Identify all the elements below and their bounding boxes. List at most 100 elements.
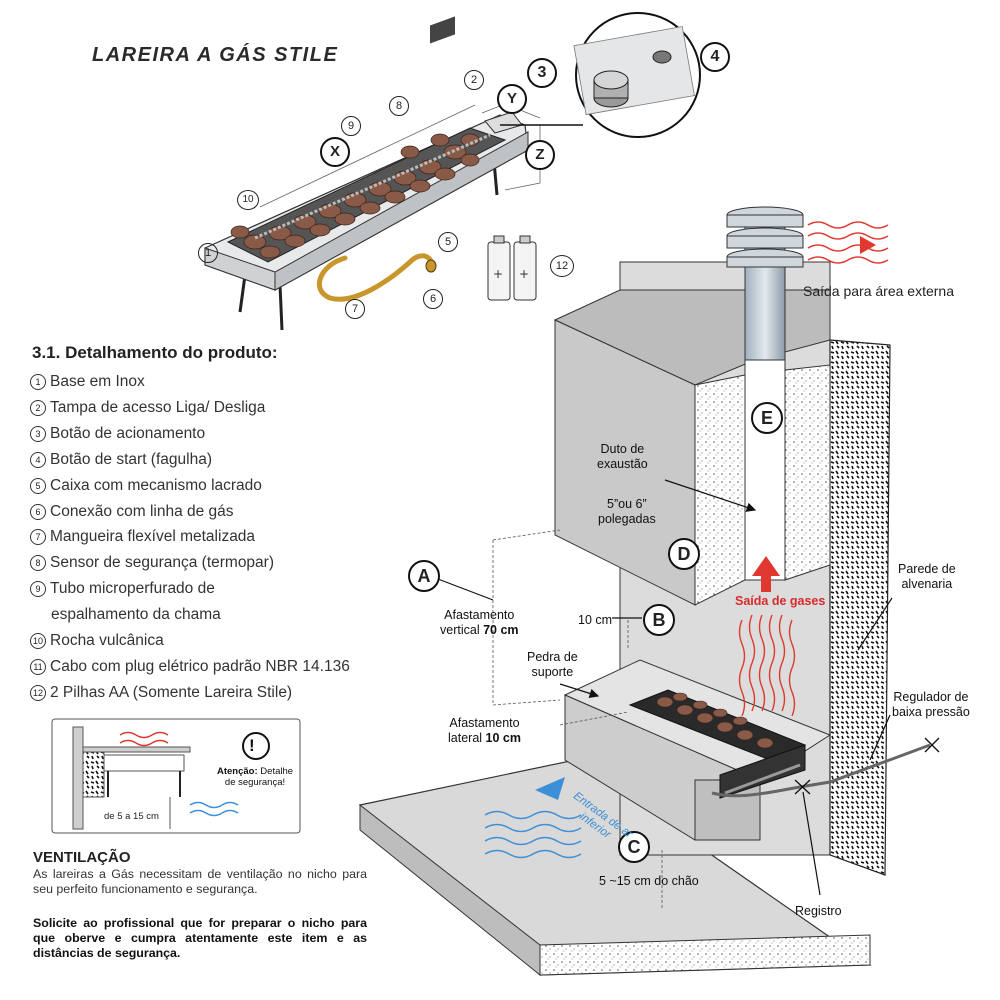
- callout-2: 2: [464, 70, 484, 90]
- lateral-line1: Afastamento: [449, 716, 520, 730]
- duct-line2: exaustão: [597, 457, 648, 471]
- vertical-line2: vertical 70 cm: [440, 623, 519, 638]
- volcanic-rocks: [230, 133, 480, 259]
- callout-5: 5: [438, 232, 458, 252]
- page-title: LAREIRA A GÁS STILE: [92, 44, 339, 66]
- item-number: 11: [30, 658, 46, 675]
- duct-line1: Duto de: [600, 442, 645, 456]
- item-text: Sensor de segurança (termopar): [50, 554, 275, 572]
- letter-b: B: [643, 604, 675, 636]
- measure-label: de 5 a 15 cm: [104, 811, 159, 822]
- letter-a: A: [408, 560, 440, 592]
- installation-drawing: [51, 206, 940, 977]
- duct-label: Duto de exaustão: [597, 442, 648, 472]
- duct-size-line2: polegadas: [598, 512, 656, 526]
- svg-text:+: +: [519, 267, 529, 281]
- item-number: 7: [30, 529, 46, 546]
- callout-9: 9: [341, 116, 361, 136]
- vertical-line2-bold: 70 cm: [483, 623, 519, 637]
- floor-gap-label: 5 ~15 cm do chão: [599, 874, 699, 888]
- item-text: Rocha vulcânica: [50, 632, 164, 650]
- item-text: Caixa com mecanismo lacrado: [50, 476, 262, 494]
- dimension-z: Z: [525, 140, 555, 170]
- attention-line2: de segurança!: [224, 777, 286, 788]
- item-text: Tubo microperfurado de: [50, 580, 215, 598]
- installation-leaders: [437, 479, 893, 896]
- installation-dimension-lines: [492, 529, 663, 910]
- lateral-line2-bold: 10 cm: [485, 731, 521, 745]
- callout-6: 6: [423, 289, 443, 309]
- masonry-wall: [829, 339, 891, 876]
- wall-line1: Parede de: [898, 562, 956, 576]
- regulator-label: Regulador de baixa pressão: [892, 690, 970, 720]
- item-number: 3: [30, 425, 46, 442]
- heat-waves-external: [807, 221, 889, 264]
- safety-box-air-waves: [189, 801, 239, 817]
- wall-label: Parede de alvenaria: [898, 562, 956, 592]
- wall-line2: alvenaria: [901, 577, 953, 591]
- item-text: Conexão com linha de gás: [50, 502, 234, 520]
- attention-bold: Atenção:: [217, 766, 258, 777]
- knob-detail: [593, 70, 629, 108]
- callout-12: 12: [550, 255, 574, 277]
- spark-button-detail: [652, 50, 672, 64]
- callout-4: 4: [700, 42, 730, 72]
- installed-rocks: [656, 692, 774, 749]
- registro-valve: [794, 779, 811, 795]
- perforated-tube: [254, 133, 491, 240]
- ventilation-instruction: Solicite ao profissional que for prepara…: [33, 916, 367, 960]
- lateral-line2: lateral 10 cm: [448, 731, 521, 746]
- callout-8: 8: [389, 96, 409, 116]
- letter-c: C: [618, 831, 650, 863]
- callout-10: 10: [237, 190, 259, 210]
- ten-cm-label: 10 cm: [578, 613, 613, 627]
- vertical-clearance-label: Afastamento vertical 70 cm: [440, 608, 519, 638]
- flexible-hose: [316, 253, 435, 302]
- heat-waves-rising: [738, 614, 796, 717]
- item-text: Botão de acionamento: [50, 424, 206, 442]
- aa-batteries: + +: [487, 235, 537, 301]
- item-text: Mangueira flexível metalizada: [50, 528, 256, 546]
- item-text: 2 Pilhas AA (Somente Lareira Stile): [50, 683, 293, 701]
- ventilation-heading: VENTILAÇÃO: [33, 849, 131, 866]
- item-number: 5: [30, 477, 46, 494]
- callout-7: 7: [345, 299, 365, 319]
- regulator: [924, 737, 940, 753]
- air-intake-waves: [484, 810, 582, 859]
- air-intake-arrow: [535, 777, 565, 800]
- exit-external-label: Saída para área externa: [803, 283, 954, 299]
- item-number: 1: [30, 374, 46, 390]
- item-number: 9: [30, 581, 46, 598]
- item-text: Cabo com plug elétrico padrão NBR 14.136: [50, 657, 350, 675]
- item-text: Base em Inox: [50, 373, 145, 390]
- item-text: Tampa de acesso Liga/ Desliga: [50, 398, 266, 416]
- item-number: 2: [30, 399, 46, 416]
- gas-exit-arrow: [752, 556, 780, 592]
- item-number: 10: [30, 633, 46, 650]
- stone-line1: Pedra de: [527, 650, 578, 664]
- chimney-insulation-left: [694, 374, 746, 606]
- letter-e: E: [751, 402, 783, 434]
- gas-exit-label: Saída de gases: [735, 594, 826, 608]
- regulator-line1: Regulador de: [893, 690, 969, 704]
- section-heading: 3.1. Detalhamento do produto:: [32, 343, 278, 362]
- warning-icon: [242, 732, 270, 760]
- gas-connection: [425, 259, 437, 273]
- item-text: Botão de start (fagulha): [50, 450, 212, 468]
- item-number: 6: [30, 503, 46, 520]
- safety-box-heat-waves: [119, 731, 169, 747]
- sealed-box: [430, 16, 455, 44]
- ventilation-paragraph: As lareiras a Gás necessitam de ventilaç…: [33, 867, 367, 896]
- callout-1: 1: [198, 243, 218, 263]
- vertical-line1: Afastamento: [444, 608, 515, 622]
- duct-size-line1: 5”ou 6”: [607, 497, 647, 511]
